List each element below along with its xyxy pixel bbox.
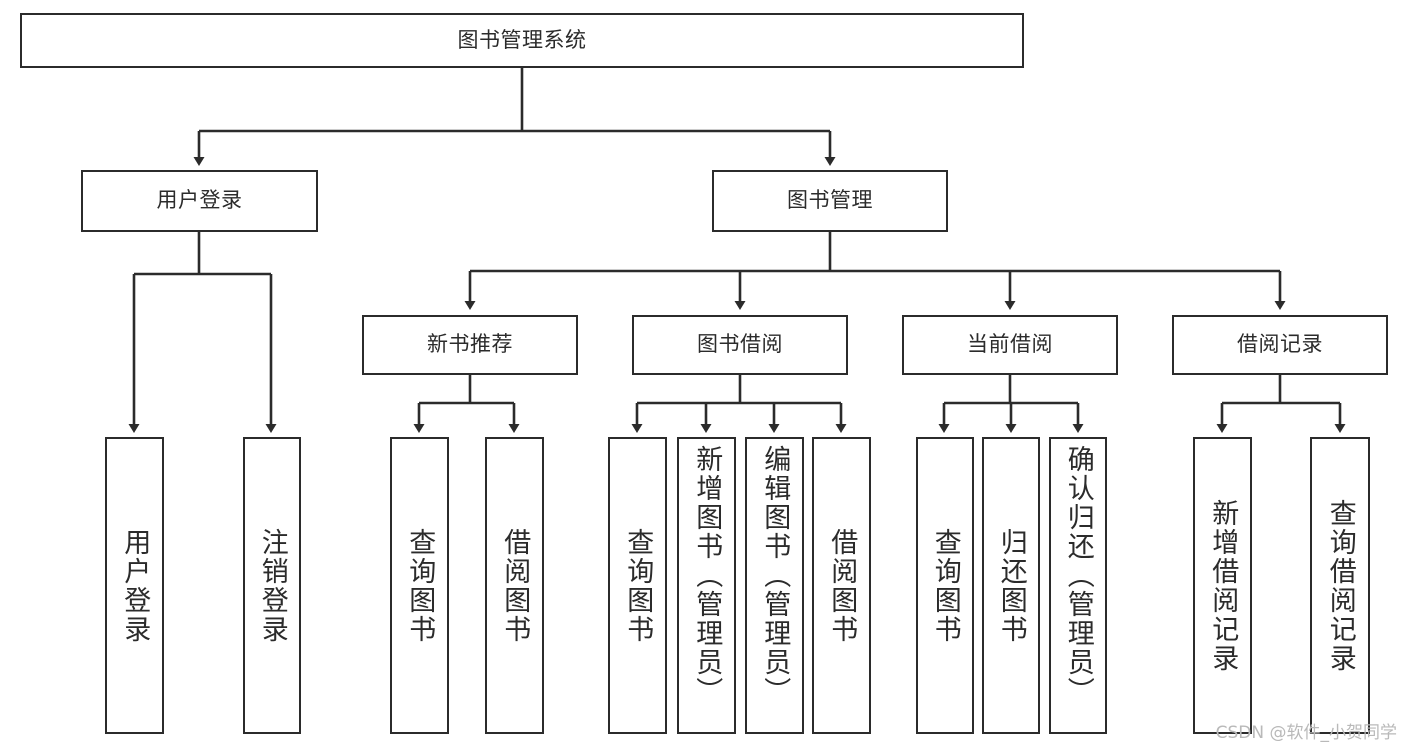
- leaf-borrow-book-label: 借阅图书: [826, 527, 858, 644]
- node-book-borrow-label: 图书借阅: [697, 332, 783, 357]
- leaf-query-book-recommend[interactable]: 查询图书: [390, 437, 449, 734]
- leaf-return-book-label: 归还图书: [995, 527, 1027, 644]
- leaf-add-borrow-record-label: 新增借阅记录: [1207, 498, 1239, 673]
- leaf-add-borrow-record[interactable]: 新增借阅记录: [1193, 437, 1252, 734]
- node-user-login-label: 用户登录: [156, 188, 243, 213]
- node-borrow-record[interactable]: 借阅记录: [1172, 315, 1388, 375]
- node-borrow-record-label: 借阅记录: [1237, 332, 1323, 357]
- leaf-query-book-recommend-label: 查询图书: [404, 527, 436, 644]
- leaf-query-book-current-label: 查询图书: [929, 527, 961, 644]
- leaf-logout-label: 注销登录: [256, 527, 288, 644]
- leaf-confirm-return-label: 确认归还（管理员）: [1062, 445, 1094, 706]
- leaf-add-book[interactable]: 新增图书（管理员）: [677, 437, 736, 734]
- leaf-query-book-current[interactable]: 查询图书: [916, 437, 974, 734]
- leaf-borrow-book-recommend-label: 借阅图书: [499, 527, 531, 644]
- leaf-query-borrow-record[interactable]: 查询借阅记录: [1310, 437, 1370, 734]
- leaf-edit-book[interactable]: 编辑图书（管理员）: [745, 437, 804, 734]
- leaf-return-book[interactable]: 归还图书: [982, 437, 1040, 734]
- node-book-management[interactable]: 图书管理: [712, 170, 948, 232]
- node-current-borrow-label: 当前借阅: [967, 332, 1053, 357]
- leaf-add-book-label: 新增图书（管理员）: [691, 445, 723, 706]
- node-book-management-label: 图书管理: [787, 188, 873, 213]
- leaf-edit-book-label: 编辑图书（管理员）: [759, 445, 791, 706]
- leaf-query-borrow-record-label: 查询借阅记录: [1324, 498, 1356, 673]
- leaf-borrow-book-recommend[interactable]: 借阅图书: [485, 437, 544, 734]
- node-user-login[interactable]: 用户登录: [81, 170, 318, 232]
- leaf-query-book-borrow-label: 查询图书: [622, 527, 654, 644]
- leaf-user-login-label: 用户登录: [119, 527, 151, 644]
- leaf-logout[interactable]: 注销登录: [243, 437, 301, 734]
- leaf-borrow-book[interactable]: 借阅图书: [812, 437, 871, 734]
- node-root-label: 图书管理系统: [457, 27, 587, 52]
- leaf-user-login[interactable]: 用户登录: [105, 437, 164, 734]
- node-current-borrow[interactable]: 当前借阅: [902, 315, 1118, 375]
- node-new-book-recommend[interactable]: 新书推荐: [362, 315, 578, 375]
- node-root[interactable]: 图书管理系统: [20, 13, 1024, 68]
- node-book-borrow[interactable]: 图书借阅: [632, 315, 848, 375]
- node-new-book-recommend-label: 新书推荐: [427, 332, 513, 357]
- leaf-confirm-return[interactable]: 确认归还（管理员）: [1049, 437, 1107, 734]
- leaf-query-book-borrow[interactable]: 查询图书: [608, 437, 667, 734]
- watermark-text: CSDN @软件_小贺同学: [1215, 723, 1397, 743]
